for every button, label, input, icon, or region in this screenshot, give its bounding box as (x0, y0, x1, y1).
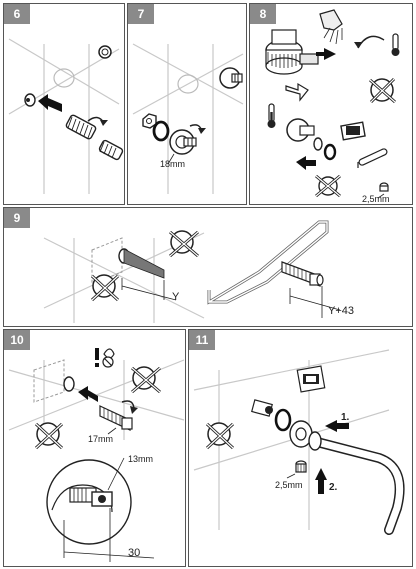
step-7-panel: 7 18m (127, 3, 247, 205)
wrench-size-label: 17mm (88, 434, 113, 444)
step-order-2-label: 2. (329, 482, 338, 493)
step-8-illustration: 2,5mm (265, 9, 400, 204)
pipe-end-icon (63, 376, 75, 392)
tighten-arrow-icon (315, 468, 327, 494)
cartridge-cross-section-icon (265, 29, 319, 75)
escutcheon-icon (286, 118, 315, 142)
threaded-sleeve-icon (98, 139, 124, 161)
nut-icon (98, 45, 112, 59)
wall-pipe-icon (118, 248, 165, 279)
cross-handle-icon (369, 77, 396, 104)
y-dimension-label: Y (172, 291, 180, 303)
step-9-panel: 9 (3, 207, 413, 327)
allen-key-size-label: 2,5mm (362, 194, 390, 204)
step-10-panel: 10 (3, 329, 186, 567)
cross-handle-icon (90, 274, 120, 302)
push-arrow-icon (325, 420, 349, 432)
threaded-nipple-icon (251, 399, 273, 417)
seal-card-icon (296, 365, 326, 393)
allen-key-icon (357, 148, 388, 168)
no-tool-icon (102, 348, 115, 368)
wall-tile-grid (8, 38, 120, 194)
thermometer-hot-icon (267, 103, 276, 128)
o-ring-icon (274, 408, 292, 432)
allen-key-size-label: 2,5mm (275, 480, 303, 490)
step-10-number: 10 (4, 330, 30, 350)
escutcheon-spindle-icon (169, 129, 197, 155)
step-7-illustration: 18mm (132, 43, 244, 194)
cross-handle-icon (205, 422, 235, 450)
insert-arrow-icon (38, 94, 62, 112)
o-ring-icon (152, 120, 170, 142)
wrench-size-label: 18mm (160, 159, 185, 169)
curved-arrow-icon (357, 35, 385, 49)
escutcheon-icon (219, 67, 243, 89)
step-6-illustration (8, 38, 124, 194)
depth-dimension-line (63, 508, 155, 562)
y43-dimension-label: Y+43 (328, 305, 354, 317)
set-screw-icon (379, 182, 389, 192)
step-7-number: 7 (128, 4, 154, 24)
step-6-panel: 6 (3, 3, 125, 205)
cross-handle-icon (131, 366, 161, 394)
assemble-arrow-icon (296, 156, 316, 170)
depth-dimension-label: 30 (128, 547, 140, 559)
step-11-number: 11 (189, 330, 215, 350)
spout-icon (308, 431, 405, 535)
cross-handle-icon (34, 422, 64, 450)
warning-icon (95, 348, 99, 367)
step-8-panel: 8 (249, 3, 413, 205)
hex-size-label: 13mm (128, 454, 153, 464)
step-order-1-label: 1. (341, 412, 350, 423)
handle-cap-icon (340, 121, 366, 141)
pointer-arrow-icon (316, 48, 336, 60)
set-screw-icon (295, 460, 307, 473)
spacer-ring-icon (313, 137, 323, 151)
threaded-extension-icon (281, 261, 324, 287)
threaded-extension-icon (99, 405, 133, 431)
y-dimension-line (121, 278, 177, 301)
step-9-number: 9 (4, 208, 30, 228)
cross-handle-icon (169, 230, 199, 258)
hand-icon (319, 9, 343, 45)
y43-dimension-line (289, 286, 341, 318)
step-11-panel: 11 (188, 329, 413, 567)
o-ring-icon (323, 143, 337, 161)
insert-arrow-icon (78, 386, 98, 402)
step-9-illustration: Y Y+43 (43, 220, 354, 323)
cross-handle-icon (315, 174, 341, 198)
step-6-number: 6 (4, 4, 30, 24)
thermometer-cold-icon (391, 33, 400, 56)
detail-magnifier-icon (46, 459, 132, 545)
threaded-cartridge-icon (65, 114, 97, 140)
pipe-end-icon (24, 93, 36, 107)
step-10-illustration: 17mm 13mm 30 (8, 348, 185, 562)
step-11-illustration: 1. 2,5mm 2. (193, 349, 405, 535)
bend-arrow-icon (285, 82, 309, 102)
step-8-number: 8 (250, 4, 276, 24)
wall-tile-grid (132, 43, 244, 194)
spout-template-icon (207, 220, 329, 305)
